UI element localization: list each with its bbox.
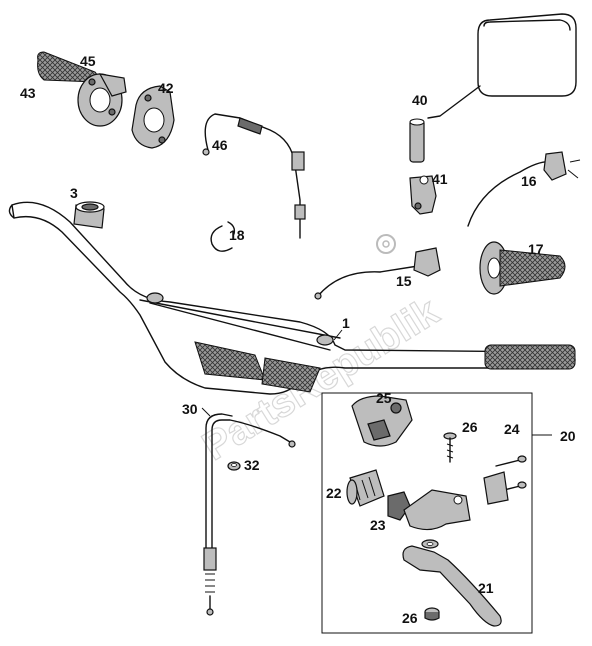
label-1: 1 <box>342 315 350 331</box>
label-41: 41 <box>432 171 448 187</box>
label-25: 25 <box>376 390 392 406</box>
label-15: 15 <box>396 273 412 289</box>
cable-adjuster-part[interactable] <box>346 469 385 507</box>
label-46: 46 <box>212 137 228 153</box>
clutch-cable-part[interactable] <box>203 413 296 616</box>
label-32: 32 <box>244 457 260 473</box>
leader-lines <box>201 329 343 417</box>
lever-cover-part[interactable] <box>351 395 413 447</box>
label-40: 40 <box>412 92 428 108</box>
label-26-bottom: 26 <box>402 610 418 626</box>
gear-icon <box>376 234 396 254</box>
mirror-part[interactable] <box>409 13 577 163</box>
spacer-part[interactable] <box>73 201 105 229</box>
throttle-grip-part[interactable] <box>37 51 127 127</box>
label-22: 22 <box>326 485 342 501</box>
kill-switch-cable-part[interactable] <box>467 151 581 227</box>
throttle-housing-part[interactable] <box>131 85 175 149</box>
label-26-top: 26 <box>462 419 478 435</box>
label-20: 20 <box>560 428 576 444</box>
watermark: PartsRepublik <box>195 289 447 469</box>
left-grip-part[interactable] <box>479 241 566 295</box>
label-3: 3 <box>70 185 78 201</box>
nut-part-bottom[interactable] <box>424 607 440 621</box>
label-24: 24 <box>504 421 520 437</box>
throttle-cable-part[interactable] <box>202 113 306 239</box>
label-17: 17 <box>528 241 544 257</box>
handlebar-part[interactable] <box>8 201 576 395</box>
label-23: 23 <box>370 517 386 533</box>
lever-bracket-part[interactable] <box>403 471 509 531</box>
nut-part[interactable] <box>227 461 241 471</box>
clutch-lever-part[interactable] <box>402 539 502 627</box>
clutch-lever-assembly-frame <box>321 392 552 634</box>
label-21: 21 <box>478 580 494 596</box>
mirror-clamp-part[interactable] <box>409 175 437 215</box>
label-16: 16 <box>521 173 537 189</box>
circlip-part[interactable] <box>210 221 236 252</box>
label-30: 30 <box>182 401 198 417</box>
label-43: 43 <box>20 85 36 101</box>
screw-part-top[interactable] <box>443 432 457 463</box>
label-45: 45 <box>80 53 96 69</box>
label-42: 42 <box>158 80 174 96</box>
label-18: 18 <box>229 227 245 243</box>
switch-part[interactable] <box>314 247 441 300</box>
